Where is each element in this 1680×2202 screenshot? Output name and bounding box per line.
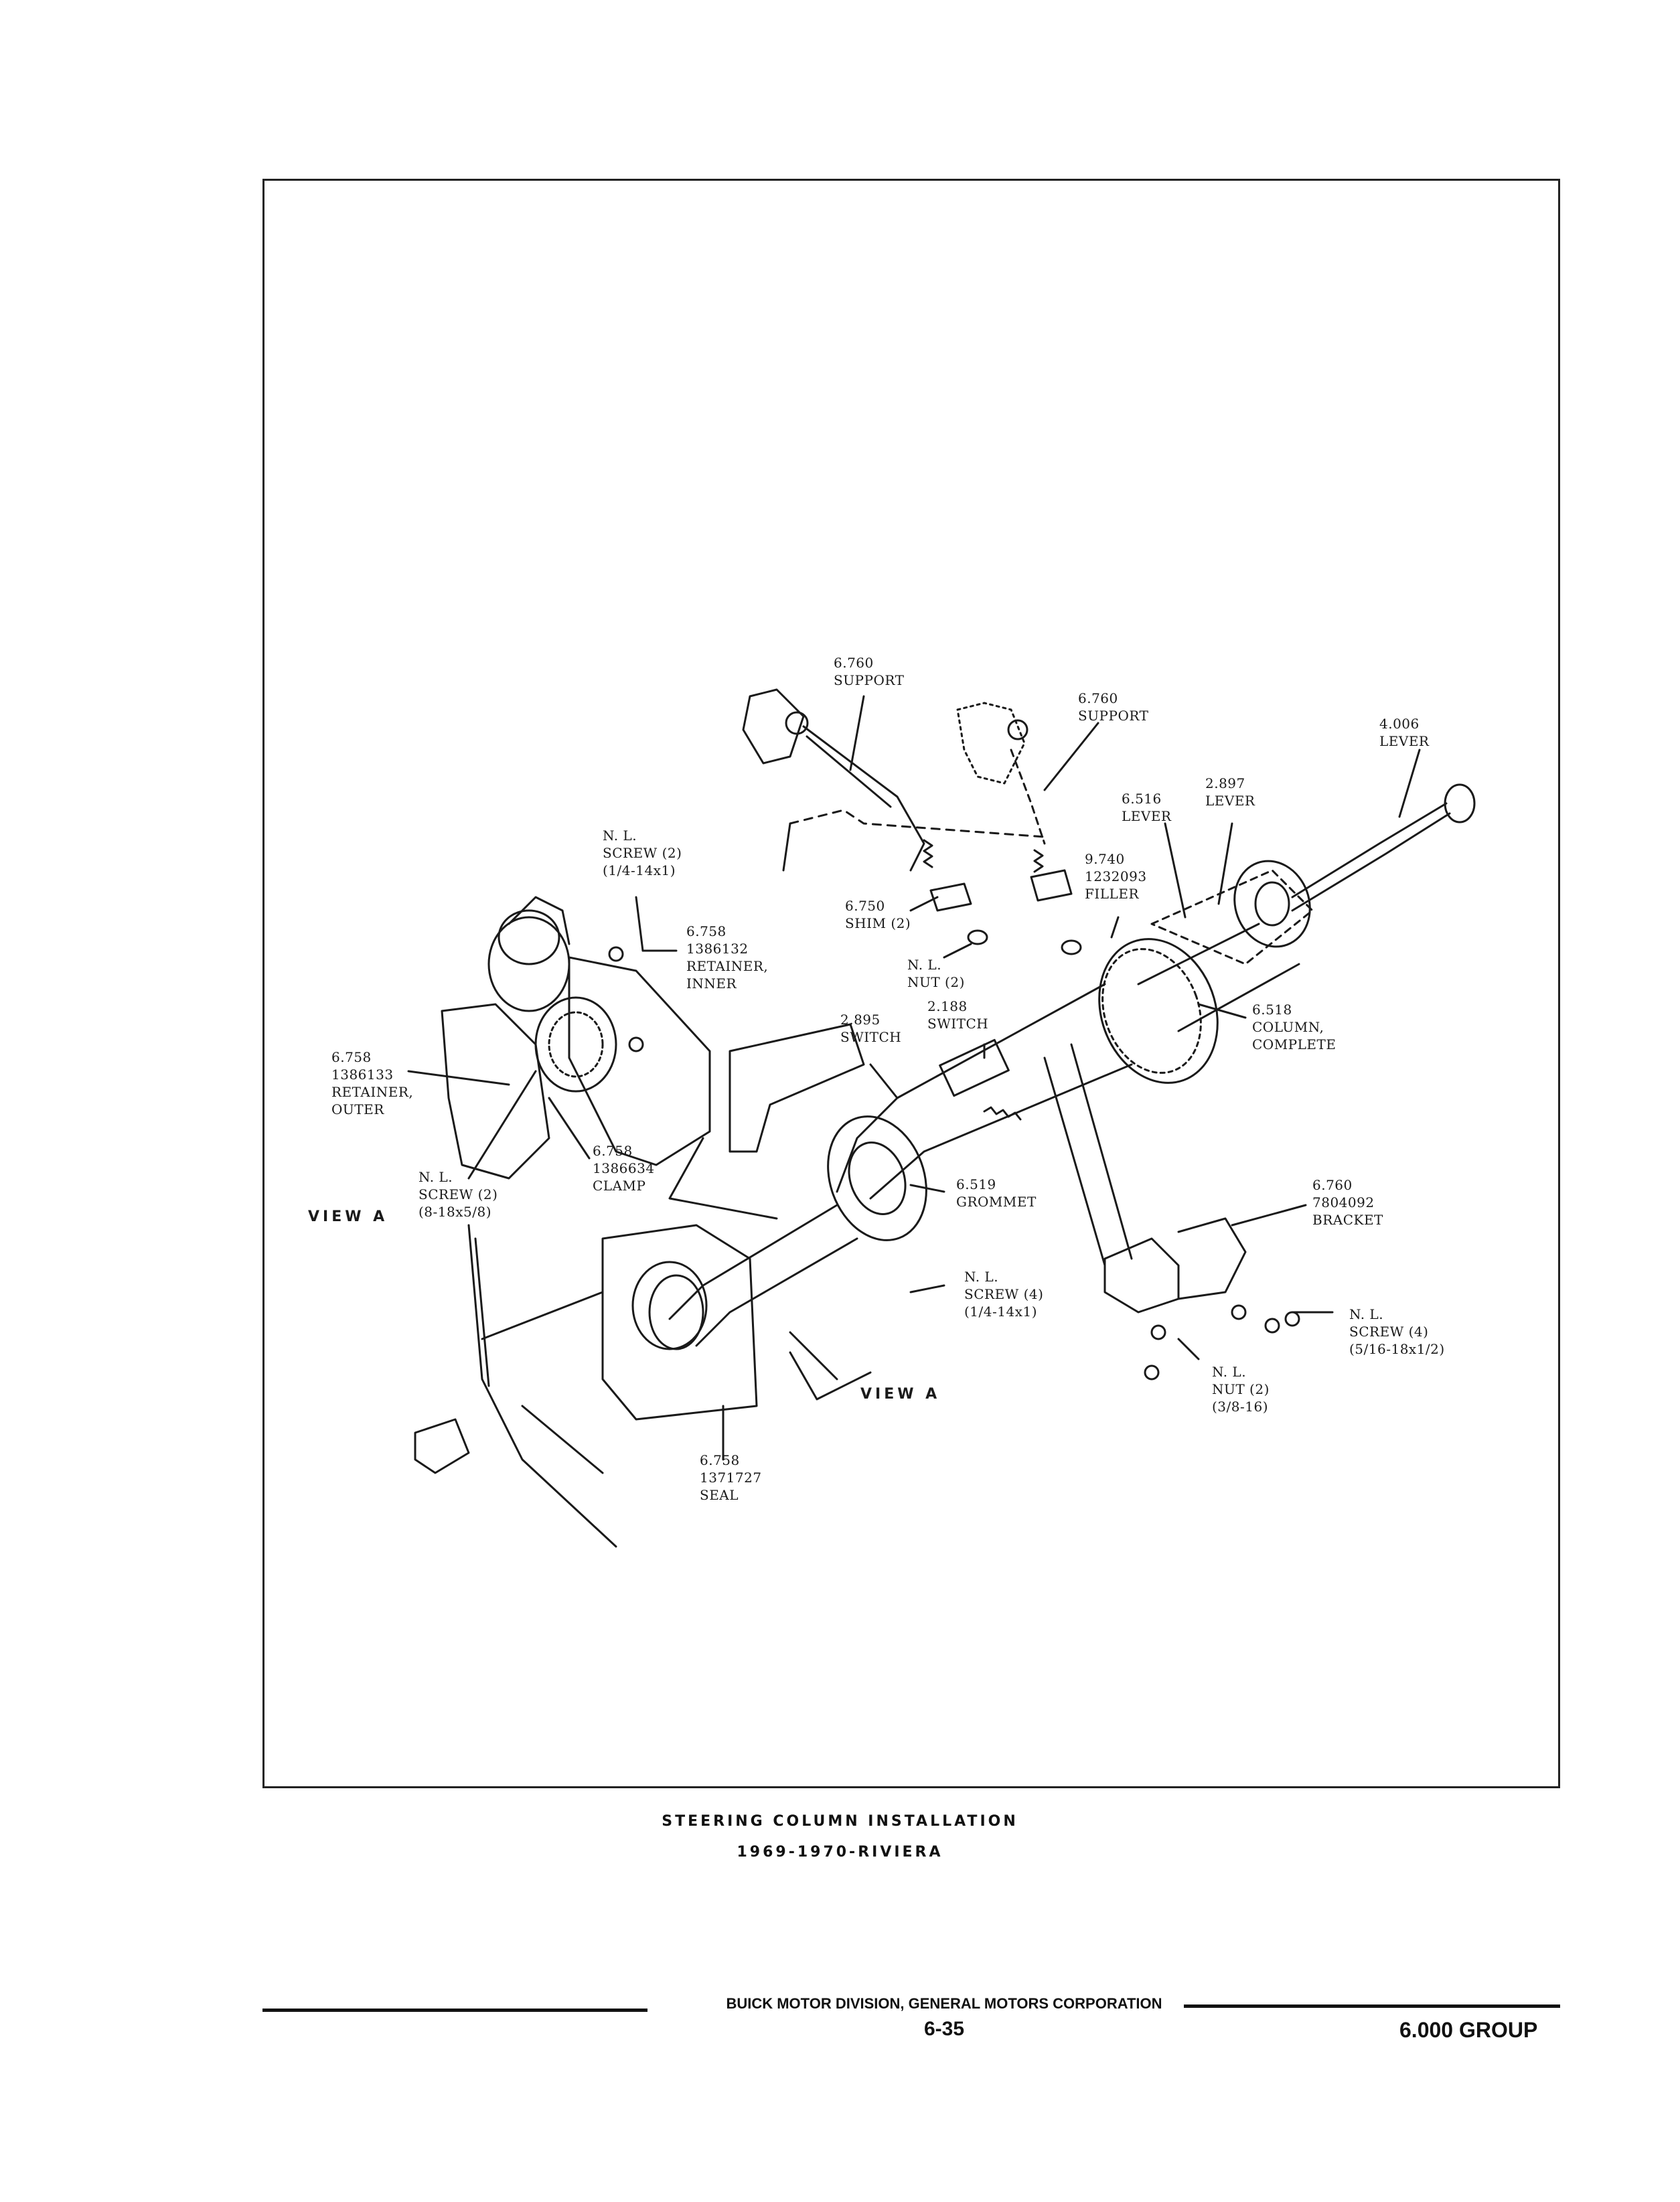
callout-nut-upper: N. L.NUT (2)	[907, 957, 965, 990]
callout-screw-center: N. L.SCREW (4)(1/4-14x1)	[964, 1269, 1044, 1320]
support-upper-left-part	[742, 688, 925, 872]
callout-screw-view-a-upper: N. L.SCREW (2)(1/4-14x1)	[603, 828, 682, 878]
view-a-label-center: VIEW A	[860, 1386, 941, 1403]
callout-screw-right: N. L.SCREW (4)(5/16-18x1/2)	[1349, 1306, 1445, 1357]
footer-page-number: 6-35	[923, 2018, 965, 2040]
figure-caption-subtitle: 1969-1970-RIVIERA	[737, 1844, 943, 1861]
diagram-frame	[262, 179, 1560, 1788]
footer-rule-left	[262, 2009, 647, 2012]
footer-company: BUICK MOTOR DIVISION, GENERAL MOTORS COR…	[726, 1995, 1162, 2012]
figure-caption-title: STEERING COLUMN INSTALLATION	[662, 1813, 1018, 1830]
callout-screw-view-a-lower: N. L.SCREW (2)(8-18x5/8)	[418, 1169, 498, 1220]
view-a-detail	[441, 896, 711, 1180]
footer-group: 6.000 GROUP	[1399, 2018, 1538, 2042]
view-a-label-left: VIEW A	[308, 1208, 388, 1225]
column-bracket-part	[1043, 1043, 1247, 1314]
footer-rule-right	[1184, 2004, 1560, 2008]
support-upper-right-part	[956, 702, 1046, 845]
callout-nut-lower: N. L.NUT (2)(3/8-16)	[1212, 1364, 1270, 1415]
